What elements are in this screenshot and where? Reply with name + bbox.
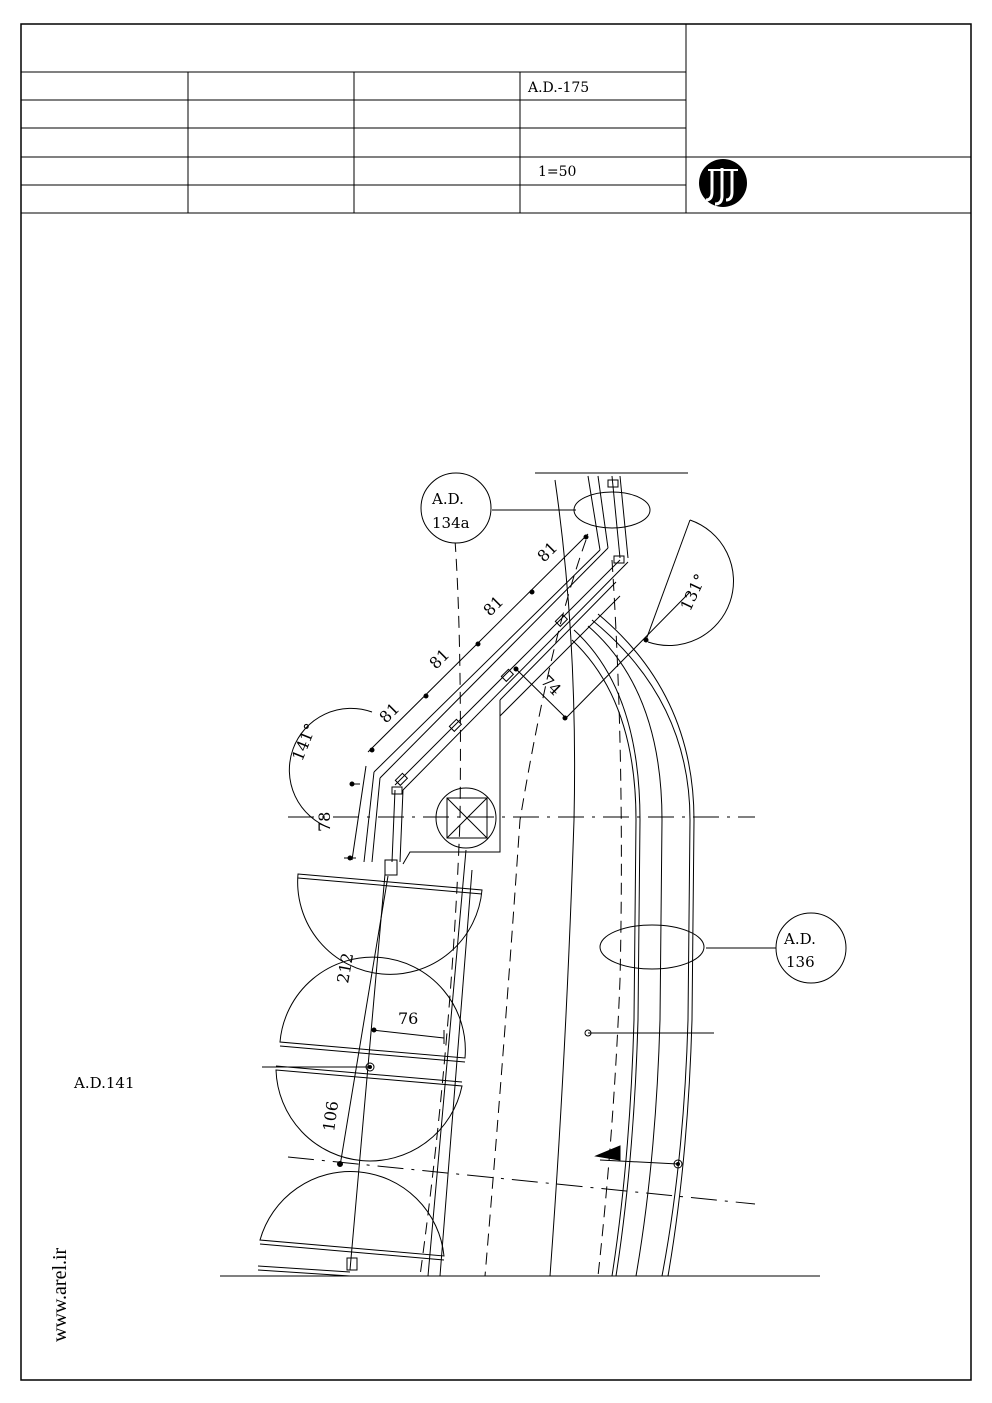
- detail-ellipse-right: [599, 924, 705, 970]
- dim-offset: 74: [537, 671, 565, 699]
- title-block: [21, 24, 971, 214]
- detail-bubble-right: [775, 912, 847, 984]
- dim-tread-length: 212: [333, 951, 357, 984]
- dim-angle-right: 131°: [676, 571, 710, 614]
- detail-top-line1: A.D.: [431, 490, 464, 508]
- dimension-ticks: [337, 534, 683, 1169]
- detail-right-line2: 136: [786, 953, 815, 971]
- detail-right-line1: A.D.: [783, 930, 816, 948]
- sheet-reference: A.D.141: [73, 1074, 135, 1092]
- company-logo: [699, 159, 747, 207]
- dim-seg3: 81: [479, 592, 507, 620]
- detail-top-line2: 134a: [432, 514, 470, 532]
- detail-ellipse-top: [573, 491, 651, 529]
- detail-bubble-top: [420, 472, 492, 544]
- dim-tread-width: 76: [398, 1009, 418, 1028]
- watermark: www.arel.ir: [49, 1247, 71, 1342]
- dim-short: 78: [315, 812, 334, 832]
- dim-seg4: 81: [533, 538, 561, 566]
- drawing-number: A.D.-175: [527, 80, 589, 96]
- sheet-border: [20, 23, 972, 1381]
- dim-angle-left: 141°: [288, 721, 320, 764]
- dim-tread-depth: 106: [319, 1100, 342, 1133]
- dim-seg1: 81: [375, 699, 403, 727]
- drawing-scale: 1=50: [538, 164, 576, 180]
- dim-seg2: 81: [425, 645, 453, 673]
- stair-plan: [220, 472, 820, 1277]
